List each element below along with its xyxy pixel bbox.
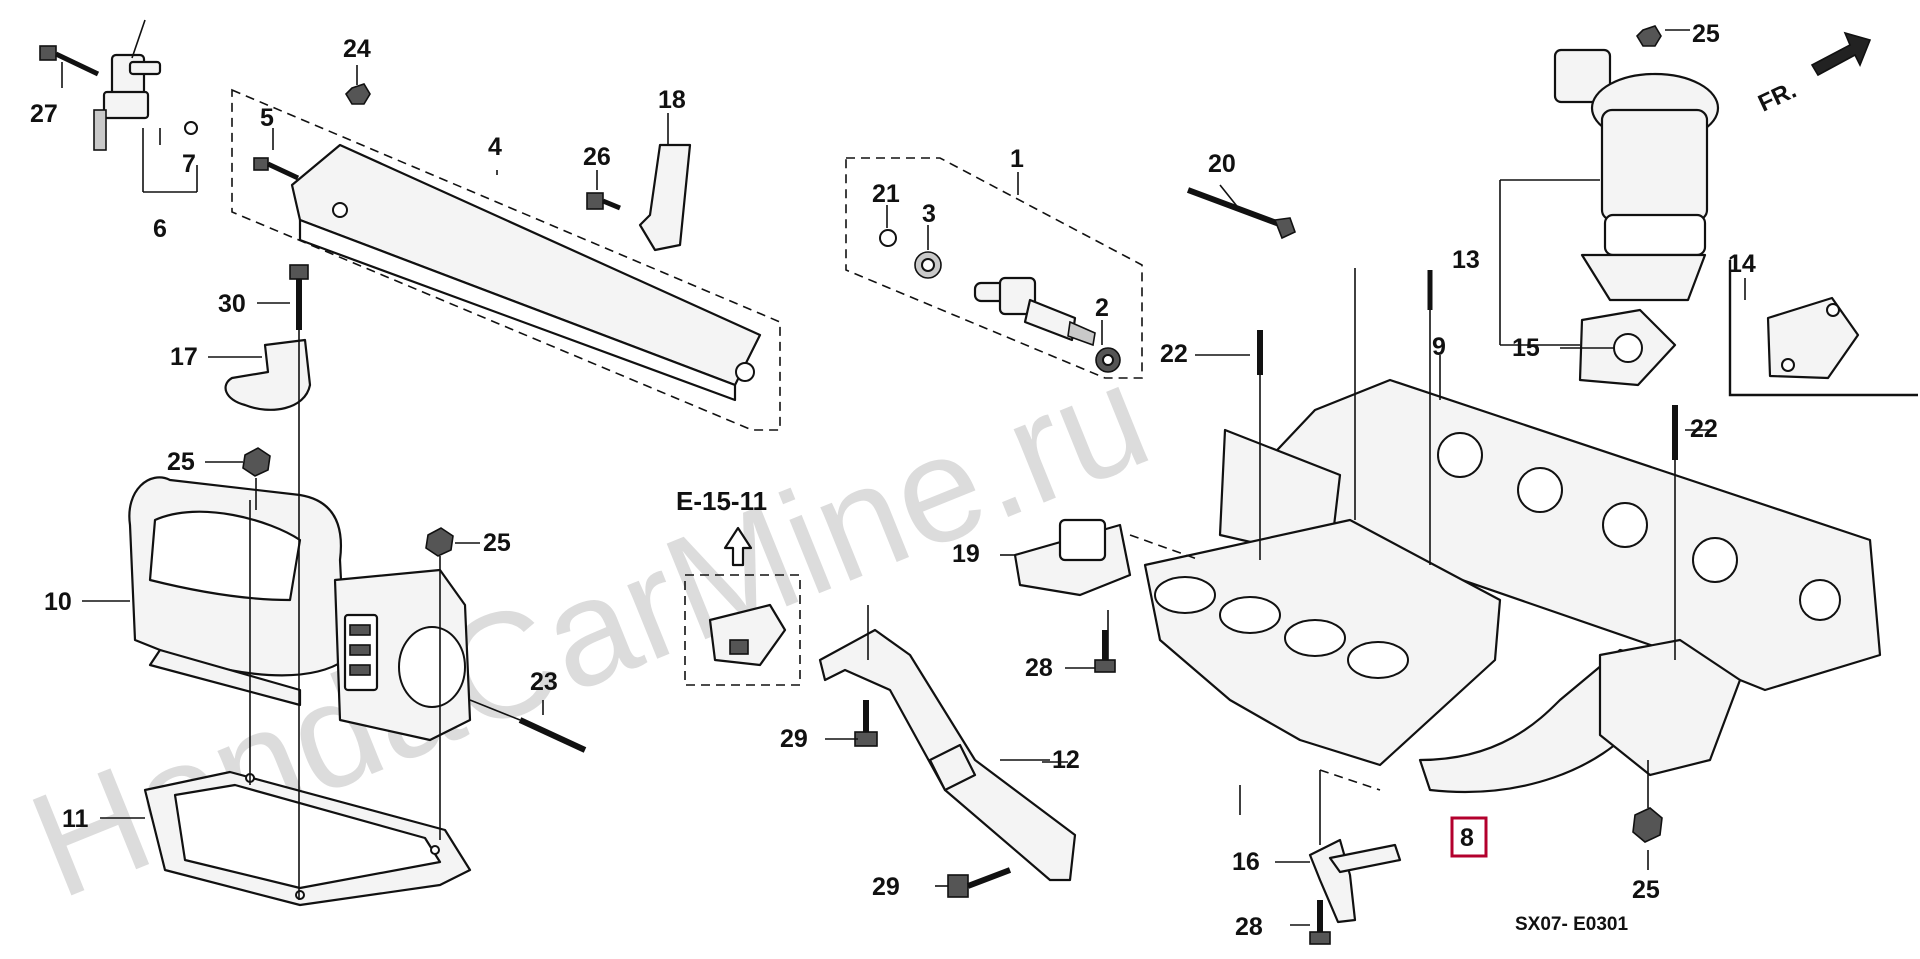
front-direction-arrow: FR. xyxy=(1754,31,1872,118)
bracket-12 xyxy=(818,628,1077,882)
egr-valve xyxy=(1553,25,1720,302)
callout-20[interactable]: 20 xyxy=(1208,150,1236,178)
sensor-bracket-19 xyxy=(1013,518,1132,597)
callout-9[interactable]: 9 xyxy=(1432,333,1446,361)
callout-12[interactable]: 12 xyxy=(1052,746,1080,774)
pressure-regulator xyxy=(93,19,198,151)
callout-8[interactable]: 8 xyxy=(1460,824,1474,852)
callout-24[interactable]: 24 xyxy=(343,35,371,63)
callout-10[interactable]: 10 xyxy=(44,588,72,616)
callout-28-upper[interactable]: 28 xyxy=(1025,654,1053,682)
gasket-11 xyxy=(143,770,472,907)
callout-25-top[interactable]: 25 xyxy=(1692,20,1720,48)
bolt-27 xyxy=(39,45,100,77)
callout-25-left[interactable]: 25 xyxy=(167,448,195,476)
callout-2[interactable]: 2 xyxy=(1095,294,1109,322)
reference-arrow xyxy=(723,526,753,567)
nut-25d xyxy=(1632,807,1663,843)
callout-14[interactable]: 14 xyxy=(1728,250,1756,278)
bolt-29b xyxy=(947,867,1012,898)
throttle-body xyxy=(333,568,472,742)
nut-24 xyxy=(344,83,371,105)
bolt-30 xyxy=(289,264,309,330)
callout-7[interactable]: 7 xyxy=(182,150,196,178)
callout-18[interactable]: 18 xyxy=(658,86,686,114)
connector-part xyxy=(708,603,787,667)
callout-13[interactable]: 13 xyxy=(1452,246,1480,274)
callout-5[interactable]: 5 xyxy=(260,104,274,132)
fuel-rail xyxy=(290,143,762,402)
stud-20 xyxy=(1186,187,1296,240)
callout-1[interactable]: 1 xyxy=(1010,145,1024,173)
injector xyxy=(973,276,1096,347)
egr-cover-plate-14 xyxy=(1766,296,1860,380)
diagram-code: SX07- E0301 xyxy=(1515,914,1628,935)
front-label: FR. xyxy=(1754,77,1800,118)
callout-17[interactable]: 17 xyxy=(170,343,198,371)
callout-25-middle[interactable]: 25 xyxy=(483,529,511,557)
bolt-28b xyxy=(1309,900,1331,945)
callout-4[interactable]: 4 xyxy=(488,133,502,161)
callout-6[interactable]: 6 xyxy=(153,215,167,243)
callout-21[interactable]: 21 xyxy=(872,180,900,208)
callout-30[interactable]: 30 xyxy=(218,290,246,318)
callout-16[interactable]: 16 xyxy=(1232,848,1260,876)
callout-27[interactable]: 27 xyxy=(30,100,58,128)
callout-29-lower[interactable]: 29 xyxy=(872,873,900,901)
callout-28-lower[interactable]: 28 xyxy=(1235,913,1263,941)
bolt-5 xyxy=(253,157,300,181)
callout-22-left[interactable]: 22 xyxy=(1160,340,1188,368)
callout-29-upper[interactable]: 29 xyxy=(780,725,808,753)
callout-11[interactable]: 11 xyxy=(62,805,89,833)
callout-15[interactable]: 15 xyxy=(1512,334,1540,362)
callout-22-right[interactable]: 22 xyxy=(1690,415,1718,443)
callout-19[interactable]: 19 xyxy=(952,540,980,568)
bracket-18 xyxy=(638,143,692,252)
stud-23 xyxy=(518,717,587,753)
cushion-ring-2 xyxy=(1095,347,1121,373)
bracket-17 xyxy=(224,338,312,411)
intake-manifold xyxy=(1143,378,1882,794)
nut-25a xyxy=(242,447,271,477)
callout-3[interactable]: 3 xyxy=(922,200,936,228)
bolt-28a xyxy=(1094,630,1116,673)
bracket-16 xyxy=(1308,838,1402,924)
seal-ring-3 xyxy=(914,251,942,279)
nut-25b xyxy=(425,527,454,557)
callout-23[interactable]: 23 xyxy=(530,668,558,696)
o-ring-21 xyxy=(879,229,897,247)
reference-label[interactable]: E-15-11 xyxy=(676,486,767,516)
bolt-29a xyxy=(854,700,878,747)
bolt-26 xyxy=(586,192,621,211)
intake-chamber xyxy=(128,476,347,707)
callout-26[interactable]: 26 xyxy=(583,143,611,171)
callout-8-highlight xyxy=(1450,816,1488,858)
callout-25-bottom[interactable]: 25 xyxy=(1632,876,1660,904)
